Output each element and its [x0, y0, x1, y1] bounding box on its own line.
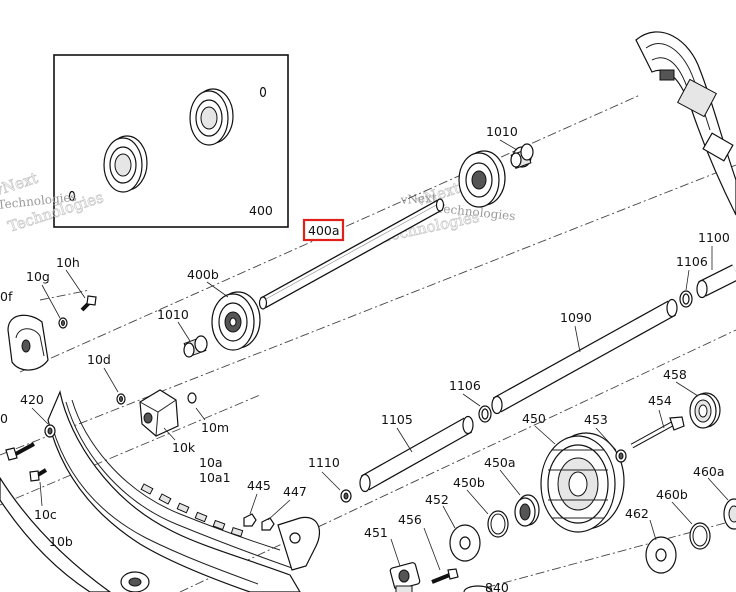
part-420-washer: [44, 424, 56, 438]
part-840-fragment: [463, 585, 493, 592]
part-10h-bolt: [80, 295, 97, 312]
part-10d-nut: [116, 393, 126, 405]
label-450a[interactable]: 450a: [484, 455, 516, 470]
part-445-nut: [243, 513, 257, 527]
part-456-bolt: [431, 568, 459, 584]
label-447[interactable]: 447: [283, 484, 307, 499]
label-445[interactable]: 445: [247, 478, 271, 493]
part-450-wheel: [540, 432, 625, 533]
part-1106-washer-mid: [478, 405, 492, 423]
highlight-box-400a: [302, 218, 345, 242]
part-454-bolt: [630, 416, 685, 449]
label-1090[interactable]: 1090: [560, 310, 592, 325]
part-wheel-top: [458, 150, 506, 208]
part-1100-tube: [696, 264, 736, 299]
label-0[interactable]: 0: [0, 411, 8, 426]
part-1106-washer-right: [679, 290, 693, 308]
part-labels: 400a 400b 1010 1010 1100 1106 1090 1106 …: [0, 124, 730, 592]
label-1100[interactable]: 1100: [698, 230, 730, 245]
part-460b-ring: [689, 522, 711, 550]
part-10k-block: [139, 389, 179, 437]
label-10a[interactable]: 10a: [199, 455, 223, 470]
part-1105-tube: [359, 415, 474, 493]
label-10m[interactable]: 10m: [201, 420, 229, 435]
part-452-washer: [449, 524, 481, 562]
rail-left: [0, 390, 321, 592]
part-lower-left-fragment: [120, 571, 150, 592]
label-10a1[interactable]: 10a1: [199, 470, 231, 485]
label-10f[interactable]: 0f: [0, 289, 13, 304]
label-462[interactable]: 462: [625, 506, 649, 521]
part-451-sensor: [389, 562, 421, 592]
watermark-text-5: vNext: [399, 191, 437, 208]
part-447-nut: [261, 517, 275, 531]
label-840[interactable]: 840: [485, 580, 509, 592]
part-10m-washer: [187, 392, 197, 404]
label-400b[interactable]: 400b: [187, 267, 219, 282]
label-456[interactable]: 456: [398, 512, 422, 527]
part-462-washer: [645, 536, 677, 574]
rail-top-right: [635, 31, 736, 216]
part-450a-bearing: [514, 494, 540, 527]
label-1106-mid[interactable]: 1106: [449, 378, 481, 393]
part-1010-left-bushing: [183, 335, 208, 358]
inset-label-400: 400: [249, 203, 273, 218]
part-10f-bracket: [7, 314, 49, 371]
part-10g-washer: [58, 317, 68, 329]
part-10c-bolt: [29, 468, 48, 482]
part-0-bolt: [5, 442, 35, 461]
inset-assembly-400: 400: [53, 54, 289, 228]
label-10d[interactable]: 10d: [87, 352, 111, 367]
part-458-bearing: [689, 392, 721, 429]
label-420[interactable]: 420: [20, 392, 44, 407]
label-450[interactable]: 450: [522, 411, 546, 426]
label-1110[interactable]: 1110: [308, 455, 340, 470]
label-454[interactable]: 454: [648, 393, 672, 408]
part-460a-bearing: [723, 498, 736, 530]
label-452[interactable]: 452: [425, 492, 449, 507]
label-1106-right[interactable]: 1106: [676, 254, 708, 269]
label-453[interactable]: 453: [584, 412, 608, 427]
part-1110-washer: [340, 489, 352, 503]
label-10k[interactable]: 10k: [172, 440, 196, 455]
label-1010-top[interactable]: 1010: [486, 124, 518, 139]
label-1105[interactable]: 1105: [381, 412, 413, 427]
label-460b[interactable]: 460b: [656, 487, 688, 502]
part-1010-top-bushing: [510, 143, 534, 169]
leader-lines: [31, 139, 729, 571]
part-400a-shaft: [258, 198, 445, 310]
label-451[interactable]: 451: [364, 525, 388, 540]
part-453-washer: [615, 449, 627, 463]
part-450b-ring: [487, 510, 509, 538]
label-10b[interactable]: 10b: [49, 534, 73, 549]
label-10c[interactable]: 10c: [34, 507, 57, 522]
label-10h[interactable]: 10h: [56, 255, 80, 270]
label-450b[interactable]: 450b: [453, 475, 485, 490]
label-458[interactable]: 458: [663, 367, 687, 382]
part-400b-wheel: [211, 291, 261, 351]
label-460a[interactable]: 460a: [693, 464, 725, 479]
part-1090-tube: [491, 298, 678, 415]
label-1010-left[interactable]: 1010: [157, 307, 189, 322]
label-400a[interactable]: 400a: [308, 223, 340, 238]
label-10g[interactable]: 10g: [26, 269, 50, 284]
